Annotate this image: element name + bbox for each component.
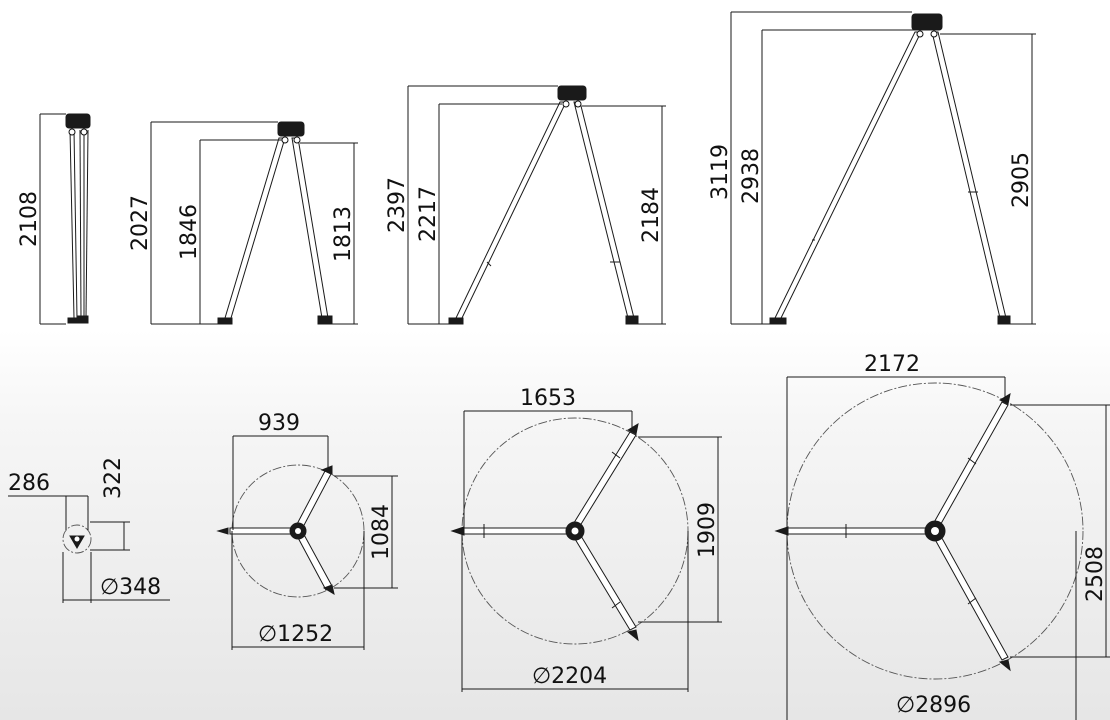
label-diameter-348: ∅348 (100, 575, 161, 600)
tripod-legs-setting-2 (448, 85, 639, 325)
side-view-setting-1: 2027 1846 1813 (128, 121, 358, 325)
label-depth-1084: 1084 (369, 504, 394, 560)
label-height-1846: 1846 (177, 204, 202, 260)
dim-height-right: 1813 (300, 142, 358, 325)
top-view-collapsed: 286 322 ∅348 (8, 457, 170, 603)
dim-height-right: 2905 (940, 33, 1036, 325)
dim-height-left: 2217 (416, 103, 562, 324)
dim-height-total: 2027 (128, 121, 278, 325)
dim-depth: 1084 (334, 475, 398, 589)
top-view-setting-3: 2172 2508 ∅2896 (774, 352, 1110, 720)
dim-width: 939 (232, 411, 329, 530)
label-height-2108: 2108 (17, 191, 42, 247)
label-diameter-2896: ∅2896 (896, 693, 971, 718)
tripod-arms (216, 465, 335, 596)
top-view-setting-1: 939 1084 ∅1252 (216, 411, 398, 650)
side-view-setting-3: 3119 2938 2905 (708, 11, 1036, 325)
dim-width: 2172 (786, 352, 1006, 720)
tripod-arms (774, 392, 1011, 672)
label-height-2938: 2938 (739, 148, 764, 204)
label-diameter-1252: ∅1252 (258, 622, 333, 647)
tripod-legs-setting-1 (217, 121, 333, 325)
footprint-circle (62, 524, 92, 554)
label-width-939: 939 (258, 411, 300, 436)
dim-depth: 322 (90, 457, 130, 551)
tripod-hub (69, 535, 85, 549)
dim-depth: 1909 (638, 436, 722, 623)
label-height-2217: 2217 (416, 186, 441, 242)
dim-width: 286 (8, 471, 89, 530)
side-view-collapsed: 2108 (17, 113, 91, 325)
label-depth-1909: 1909 (695, 502, 720, 558)
label-width-1653: 1653 (520, 386, 576, 411)
label-depth-322: 322 (101, 457, 126, 499)
label-width-2172: 2172 (864, 352, 920, 377)
dim-width: 1653 (463, 386, 633, 530)
label-height-2184: 2184 (639, 187, 664, 243)
dim-diameter: ∅348 (62, 552, 170, 603)
label-width-286: 286 (8, 471, 50, 496)
footprint-circle (786, 382, 1084, 680)
dim-depth: 2508 (1010, 404, 1110, 658)
dim-height-left: 2938 (739, 29, 916, 324)
dim-height-right: 2184 (582, 105, 666, 325)
label-height-1813: 1813 (331, 206, 356, 262)
dim-height-left: 1846 (177, 139, 282, 324)
dim-height-total: 2108 (17, 113, 66, 325)
dim-diameter: ∅2896 (896, 531, 1077, 720)
label-height-2027: 2027 (128, 195, 153, 251)
tripod-legs-collapsed (65, 113, 91, 324)
dim-diameter: ∅2204 (461, 531, 689, 692)
label-depth-2508: 2508 (1083, 546, 1108, 602)
dim-diameter: ∅1252 (231, 531, 365, 650)
dim-height-total: 3119 (708, 11, 912, 325)
top-view-setting-2: 1653 1909 ∅2204 (450, 386, 722, 692)
tripod-legs-setting-3 (769, 13, 1011, 325)
tripod-arms (450, 422, 639, 642)
side-view-setting-2: 2397 2217 2184 (385, 85, 666, 325)
label-diameter-2204: ∅2204 (532, 664, 607, 689)
label-height-2905: 2905 (1009, 152, 1034, 208)
label-height-3119: 3119 (708, 144, 733, 200)
dim-height-total: 2397 (385, 85, 558, 325)
label-height-2397: 2397 (385, 177, 410, 233)
